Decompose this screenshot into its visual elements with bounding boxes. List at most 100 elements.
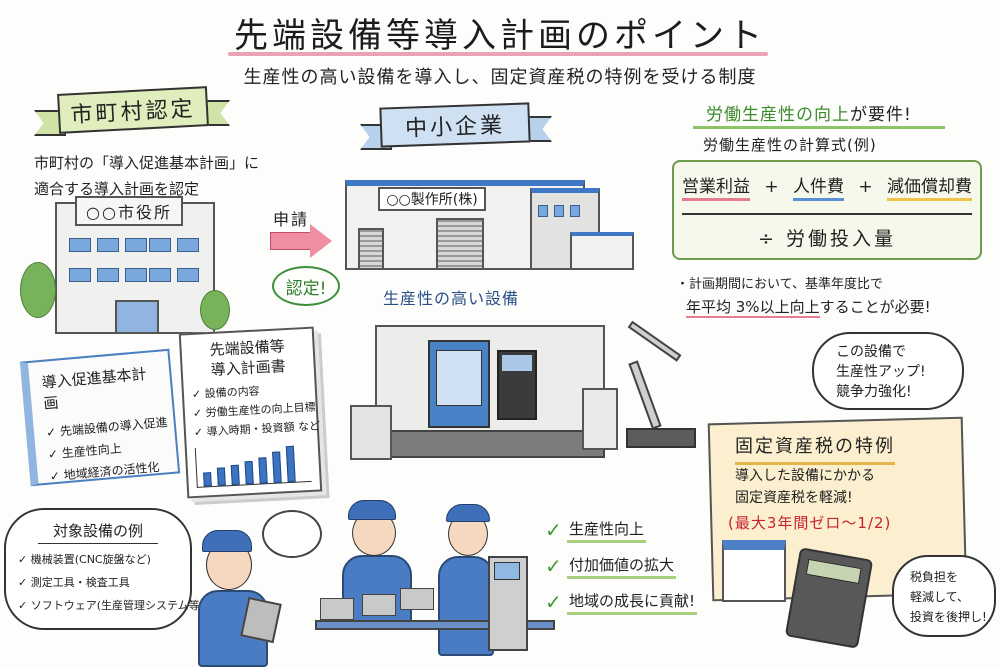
check-icon: ✓ — [545, 518, 562, 542]
target-equipment-item-text: 機械装置(CNC旋盤など) — [30, 553, 151, 566]
tax-body-line: 固定資産税を軽減! — [735, 490, 853, 506]
tax-bubble-line: 税負担を — [910, 570, 959, 584]
basic-plan-item-text: 地域経済の活性化 — [63, 460, 161, 483]
benefit-item: ✓地域の成長に貢献! — [545, 584, 698, 620]
investment-plan-item-text: 設備の内容 — [204, 384, 260, 401]
formula-caption: 労働生産性の計算式(例) — [703, 136, 877, 154]
page-title: 先端設備等導入計画のポイント — [234, 16, 766, 56]
tax-special-body: 導入した設備にかかる 固定資産税を軽減! — [735, 465, 875, 509]
requirement-title: 労働生産性の向上が要件! — [706, 100, 912, 125]
worker-cap — [446, 504, 490, 522]
formula-denominator: ÷ 労働投入量 — [758, 228, 896, 250]
municipality-description: 市町村の「導入促進基本計画」に 適合する導入計画を認定 — [34, 150, 259, 202]
tax-special-title: 固定資産税の特例 — [735, 432, 895, 465]
title-underline — [228, 52, 768, 56]
machine-base — [375, 430, 605, 458]
check-icon: ✓ — [545, 554, 562, 578]
mini-bar — [230, 464, 240, 486]
tax-bubble-line: 軽減して、 — [910, 590, 970, 604]
investment-plan-item-text: 導入時期・投資額 など — [206, 419, 321, 439]
shutter-door — [358, 228, 384, 270]
parts-box-icon — [400, 588, 434, 610]
formula-term-personnel-cost: 人件費 — [793, 172, 844, 201]
formula-numerator: 営業利益 + 人件費 + 減価償却費 — [682, 172, 972, 201]
formula-term-operating-profit: 営業利益 — [682, 172, 750, 201]
side-console-icon — [350, 405, 392, 460]
robot-base — [626, 428, 696, 448]
calculator-icon — [784, 547, 874, 649]
basic-plan-item-text: 生産性向上 — [61, 441, 123, 461]
mini-bar — [272, 451, 282, 483]
benefit-text: 付加価値の拡大 — [567, 554, 677, 579]
equipment-label: 生産性の高い設備 — [383, 289, 520, 308]
tax-body-line: 導入した設備にかかる — [735, 468, 875, 484]
city-hall-sign: ○○市役所 — [75, 196, 183, 226]
municipality-description-line: 市町村の「導入促進基本計画」に — [34, 154, 260, 172]
approve-badge: 認定! — [272, 266, 340, 306]
tree-icon — [20, 262, 56, 318]
benefit-item: ✓付加価値の拡大 — [545, 548, 697, 584]
growth-bar-chart-icon — [194, 441, 312, 488]
shutter-door — [436, 218, 484, 270]
requirement-note: ・計画期間において、基準年度比で 年平均 3%以上向上することが必要! — [676, 274, 931, 318]
requirement-note-line: 年平均 3%以上向上することが必要! — [676, 296, 931, 318]
check-icon: ✓ — [545, 590, 562, 614]
target-equipment-item: ✓ 測定工具・検査工具 — [18, 576, 130, 589]
target-equipment-item-text: ソフトウェア(生産管理システム等) — [30, 599, 204, 612]
mini-bar — [258, 457, 268, 484]
robot-arm-segment — [628, 360, 662, 430]
formula-box — [672, 160, 982, 260]
parts-box-icon — [320, 598, 354, 620]
speech-line: この設備で — [836, 344, 906, 360]
machine-glass — [436, 350, 482, 406]
benefit-item: ✓生産性向上 — [545, 512, 697, 548]
robot-arm-icon — [627, 320, 682, 362]
cnc-machine-icon — [375, 325, 605, 450]
target-equipment-item-text: 測定工具・検査工具 — [30, 576, 130, 589]
tree-icon — [200, 290, 230, 330]
speech-line: 競争力強化! — [836, 384, 912, 400]
clipboard-icon — [240, 596, 282, 644]
control-screen — [502, 355, 532, 371]
municipality-ribbon: 市町村認定 — [57, 86, 209, 134]
mini-bar — [203, 472, 212, 487]
apply-label: 申請 — [273, 210, 310, 229]
benefit-text: 地域の成長に貢献! — [567, 590, 698, 615]
fraction-rule — [682, 213, 972, 215]
factory-sign: ○○製作所(株) — [378, 187, 486, 211]
requirement-note-highlight: 年平均 3%以上向上 — [686, 298, 820, 318]
factory-annex — [570, 232, 634, 270]
formula-term-depreciation: 減価償却費 — [887, 172, 972, 201]
requirement-note-rest: することが必要! — [819, 298, 931, 316]
investment-plan-document: 先端設備等 導入計画書 ✓ 設備の内容 ✓ 労働生産性の向上目標 ✓ 導入時期・… — [178, 326, 323, 499]
plus-sign: + — [764, 176, 779, 197]
worker-cap — [348, 500, 396, 520]
parts-box-icon — [362, 594, 396, 616]
mini-bar — [216, 467, 226, 486]
worker-cap — [202, 530, 252, 552]
worker-icon — [438, 556, 494, 656]
tax-bubble: 税負担を 軽減して、 投資を後押し! — [892, 555, 996, 637]
plus-sign: + — [858, 176, 873, 197]
benefit-text: 生産性向上 — [567, 518, 647, 543]
sme-ribbon: 中小企業 — [379, 102, 531, 148]
tax-bubble-line: 投資を後押し! — [910, 610, 987, 624]
requirement-note-line: ・計画期間において、基準年度比で — [676, 277, 883, 292]
arrow-head-icon — [310, 224, 332, 258]
terminal-screen — [494, 562, 520, 580]
conveyor-belt-icon — [315, 620, 555, 630]
cabinet-icon — [582, 388, 618, 450]
target-equipment-title: 対象設備の例 — [38, 520, 158, 544]
basic-plan-document: 導入促進基本計画 ✓ 先端設備の導入促進 ✓ 生産性向上 ✓ 地域経済の活性化 — [19, 348, 181, 487]
city-hall-door — [115, 300, 159, 334]
target-equipment-item: ✓ ソフトウェア(生産管理システム等) — [18, 599, 204, 612]
mini-bar — [244, 460, 254, 485]
investment-plan-title: 先端設備等 導入計画書 — [189, 335, 306, 381]
basic-plan-title: 導入促進基本計画 — [40, 364, 148, 413]
tax-reduction-highlight: (最大3年間ゼロ〜1/2) — [728, 514, 892, 532]
target-equipment-item: ✓ 機械装置(CNC旋盤など) — [18, 553, 151, 566]
arrow-right-icon — [270, 232, 312, 250]
requirement-title-rest: が要件! — [850, 105, 912, 125]
speech-bubble: この設備で 生産性アップ! 競争力強化! — [812, 332, 964, 410]
requirement-highlight: 労働生産性の向上 — [706, 105, 850, 125]
